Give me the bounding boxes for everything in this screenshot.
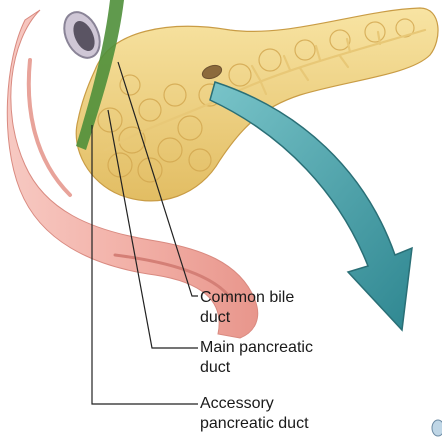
label-common-bile-duct: Common bile duct [200, 288, 294, 328]
duodenal-opening [57, 6, 106, 63]
label-accessory-pancreatic-duct: Accessory pancreatic duct [200, 394, 309, 434]
label-main-pancreatic-duct: Main pancreatic duct [200, 338, 313, 378]
partial-structure [432, 420, 442, 436]
